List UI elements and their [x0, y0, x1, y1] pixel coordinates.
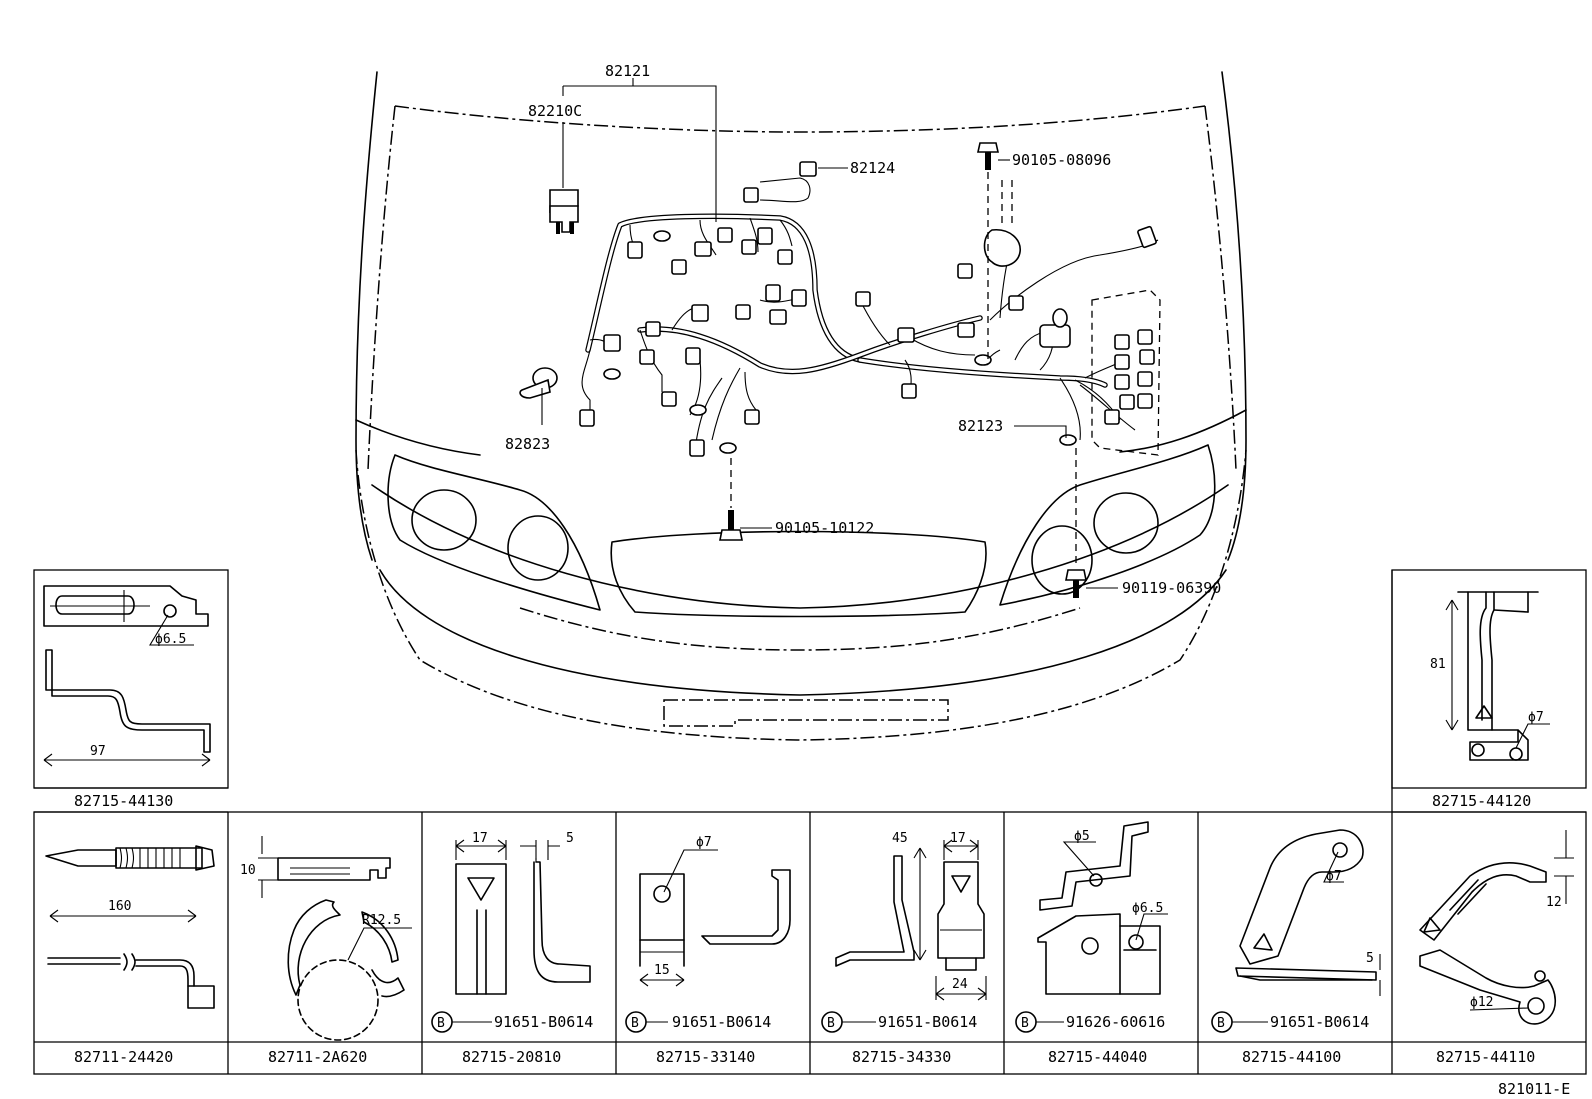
part-82715-33140: 82715-33140 — [656, 1048, 755, 1066]
inset-82715-44110: 12 ϕ12 82715-44110 — [1419, 830, 1574, 1066]
dim-45: 45 — [892, 831, 908, 846]
inset-82715-34330: 45 17 24 B 91651-B0614 82715-34330 — [821, 831, 987, 1066]
dim-24: 24 — [952, 977, 968, 992]
dim-6-5: ϕ6.5 — [155, 632, 186, 647]
dim-7-c: ϕ7 — [1326, 869, 1342, 884]
dim-r12-5: R12.5 — [362, 913, 401, 928]
callout-90119-06390: 90119-06390 — [1122, 579, 1221, 597]
part-82715-44040: 82715-44040 — [1048, 1048, 1147, 1066]
inset-grid — [33, 569, 1587, 1075]
bolt-91651-b0614-d: 91651-B0614 — [1270, 1013, 1369, 1031]
inset-82715-44040: ϕ5 ϕ6.5 B 91626-60616 82715-44040 — [1015, 821, 1168, 1066]
part-82715-44110: 82715-44110 — [1436, 1048, 1535, 1066]
grommet-large — [983, 180, 1021, 267]
inset-82715-44100: ϕ7 5 B 91651-B0614 82715-44100 — [1211, 829, 1381, 1066]
bolt-marker-b-2: B — [631, 1016, 639, 1031]
engine-wire-harness — [581, 177, 1159, 451]
dim-97: 97 — [90, 744, 106, 759]
dim-5-b: ϕ5 — [1074, 829, 1090, 844]
callout-90105-08096: 90105-08096 — [1012, 151, 1111, 169]
dim-10: 10 — [240, 863, 256, 878]
car-body-outline — [355, 71, 1247, 741]
part-82711-2A620: 82711-2A620 — [268, 1048, 367, 1066]
callout-82823: 82823 — [505, 435, 550, 453]
bolt-90119-06390-icon — [1065, 569, 1087, 598]
harness-connectors — [579, 161, 1161, 457]
bolt-91626-60616: 91626-60616 — [1066, 1013, 1165, 1031]
dim-160: 160 — [108, 899, 131, 914]
dim-5-c: 5 — [1366, 951, 1374, 966]
part-82715-20810: 82715-20810 — [462, 1048, 561, 1066]
callout-82210c: 82210C — [528, 102, 582, 120]
dim-81: 81 — [1430, 657, 1446, 672]
leader-lines — [541, 78, 1118, 589]
bolt-marker-b-3: B — [827, 1016, 835, 1031]
dim-7: ϕ7 — [1528, 710, 1544, 725]
bolt-91651-b0614-a: 91651-B0614 — [494, 1013, 593, 1031]
dim-15: 15 — [654, 963, 670, 978]
dim-5-a: 5 — [566, 831, 574, 846]
callout-82123: 82123 — [958, 417, 1003, 435]
bolt-90105-10122-icon — [719, 510, 743, 541]
part-82711-24420: 82711-24420 — [74, 1048, 173, 1066]
callout-labels: 82121 82210C 82124 90105-08096 82823 821… — [505, 62, 1221, 597]
inset-82715-44130: ϕ6.5 97 82715-44130 — [43, 585, 211, 810]
part-82715-44130: 82715-44130 — [74, 792, 173, 810]
dim-6-5-b: ϕ6.5 — [1132, 901, 1163, 916]
diagram-id: 821011-E — [1498, 1080, 1570, 1098]
inset-82715-33140: ϕ7 15 B 91651-B0614 82715-33140 — [625, 835, 791, 1066]
inset-82715-44120: 81 ϕ7 82715-44120 — [1430, 591, 1550, 810]
bolt-marker-b: B — [437, 1016, 445, 1031]
dim-7-b: ϕ7 — [696, 835, 712, 850]
grommet-82823 — [519, 367, 558, 399]
dim-12-a: 12 — [1546, 895, 1562, 910]
part-82715-34330: 82715-34330 — [852, 1048, 951, 1066]
bolt-marker-b-4: B — [1021, 1016, 1029, 1031]
inset-82715-20810: 17 5 B 91651-B0614 82715-20810 — [431, 831, 593, 1066]
part-82715-44120: 82715-44120 — [1432, 792, 1531, 810]
callout-82124: 82124 — [850, 159, 895, 177]
dim-17-a: 17 — [472, 831, 488, 846]
bolt-90105-08096-icon — [977, 142, 999, 170]
bolt-marker-b-5: B — [1217, 1016, 1225, 1031]
dim-12-b: ϕ12 — [1470, 995, 1493, 1010]
part-82715-44100: 82715-44100 — [1242, 1048, 1341, 1066]
relay-82210c — [549, 189, 579, 234]
dim-17-b: 17 — [950, 831, 966, 846]
inset-82711-24420: 160 82711-24420 — [45, 845, 215, 1066]
callout-90105-10122: 90105-10122 — [775, 519, 874, 537]
bolt-91651-b0614-c: 91651-B0614 — [878, 1013, 977, 1031]
inset-82711-2A620: 10 R12.5 82711-2A620 — [240, 836, 412, 1066]
bolt-icons — [719, 142, 1087, 598]
bolt-91651-b0614-b: 91651-B0614 — [672, 1013, 771, 1031]
callout-82121: 82121 — [605, 62, 650, 80]
